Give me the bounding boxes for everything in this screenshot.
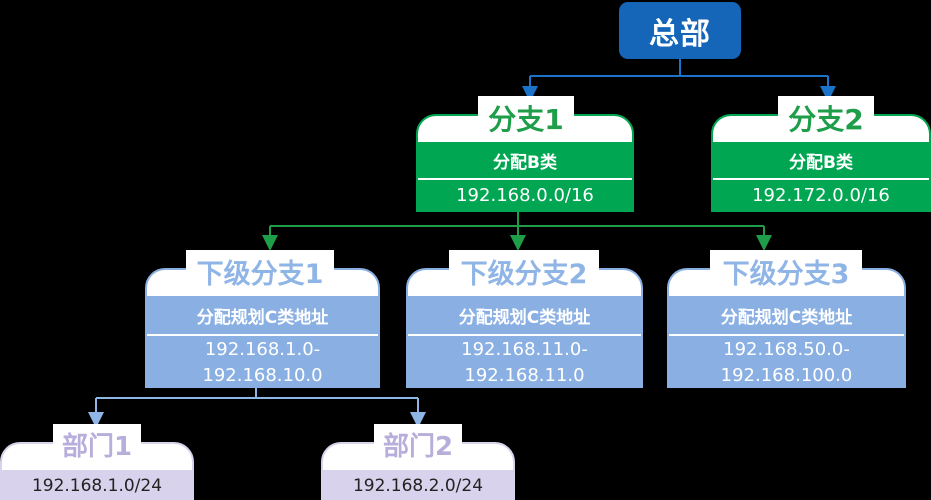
branch-1-title: 分支1 (478, 96, 574, 140)
sub-branch-2-range-start: 192.168.11.0- (461, 339, 588, 360)
headquarters-node: 总部 (619, 2, 741, 59)
sub-branch-3-card: 分配规划C类地址 192.168.50.0- 192.168.100.0 (667, 268, 906, 388)
branch-2-title: 分支2 (778, 96, 874, 140)
sub-branch-1-range-end: 192.168.10.0 (202, 365, 323, 386)
sub-branch-3-subtitle: 分配规划C类地址 (720, 307, 853, 328)
sub-branch-1-subtitle: 分配规划C类地址 (196, 307, 329, 328)
department-2-title: 部门2 (374, 424, 462, 464)
sub-branch-2-range: 192.168.11.0- 192.168.11.0 (408, 336, 641, 386)
sub-branch-3-range-start: 192.168.50.0- (723, 339, 850, 360)
sub-branch-connectors (88, 388, 426, 428)
sub-branch-2-subtitle: 分配规划C类地址 (458, 307, 591, 328)
branch-1-subtitle: 分配B类 (493, 152, 557, 173)
department-1-title: 部门1 (53, 424, 141, 464)
branch-1-network: 192.168.0.0/16 (456, 184, 594, 206)
sub-branch-1-range: 192.168.1.0- 192.168.10.0 (147, 336, 378, 386)
hq-connectors (522, 59, 836, 102)
sub-branch-3-range-end: 192.168.100.0 (720, 365, 853, 386)
branch-connectors (262, 212, 772, 251)
department-1-card: 192.168.1.0/24 (0, 442, 194, 500)
department-2-network: 192.168.2.0/24 (352, 476, 484, 496)
branch-2-subtitle: 分配B类 (789, 152, 853, 173)
sub-branch-2-title: 下级分支2 (449, 250, 599, 292)
sub-branch-2-range-end: 192.168.11.0 (464, 365, 585, 386)
department-1-network: 192.168.1.0/24 (31, 476, 163, 496)
sub-branch-1-range-start: 192.168.1.0- (204, 339, 321, 360)
sub-branch-3-title: 下级分支3 (710, 250, 862, 292)
sub-branch-1-title: 下级分支1 (186, 250, 334, 292)
branch-2-network: 192.172.0.0/16 (752, 184, 890, 206)
branch-1-card: 分配B类 192.168.0.0/16 (416, 114, 634, 212)
sub-branch-3-range: 192.168.50.0- 192.168.100.0 (669, 336, 904, 386)
sub-branch-2-card: 分配规划C类地址 192.168.11.0- 192.168.11.0 (406, 268, 643, 388)
headquarters-label: 总部 (649, 16, 711, 52)
